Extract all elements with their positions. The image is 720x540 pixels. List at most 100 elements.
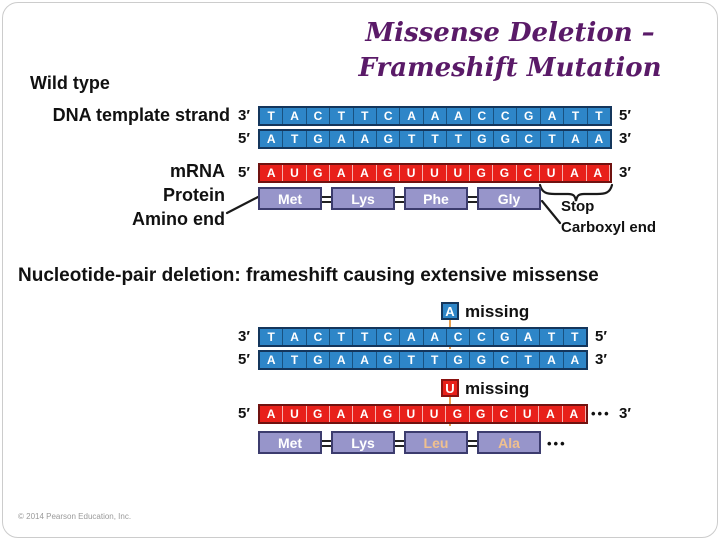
dna-base: T [400,131,424,147]
rna-base: G [377,165,400,181]
dna-base: C [471,108,495,124]
strand-end-label: 3′ [619,130,631,147]
rna-base: U [447,165,470,181]
carboxyl-end-label: Carboxyl end [561,219,657,236]
wild-type-label: Wild type [30,73,110,93]
title-line-1: Missense Deletion – [365,18,655,48]
slide-title: Missense Deletion – Frameshift Mutation [335,16,685,86]
rna-base: U [283,406,307,422]
rna-base: A [587,165,610,181]
dna-base: T [353,329,377,345]
dna-template-strand-label: DNA template strand [52,105,230,125]
dna-base: T [595,109,603,123]
dna-base: A [424,108,448,124]
dna-base: C [517,131,541,147]
amino-acid-box: Phe [395,187,468,210]
title-line-2: Frameshift Mutation [358,53,662,83]
strand-end-label: 5′ [595,328,607,345]
amino-acid-box: Ala [468,431,541,454]
dna-base: C [447,329,471,345]
rna-base: G [307,406,330,422]
amino-acid-box: Met [258,187,322,210]
dna-base: A [400,108,424,124]
rna-base: A [330,165,354,181]
mrna-ellipsis: ••• [591,406,611,421]
rna-base: G [446,406,470,422]
dna-base: A [354,131,378,147]
dna-base: A [260,352,284,368]
dna-base: T [330,108,354,124]
mut-protein-chain: Met Lys Leu Ala [258,431,541,454]
dna-base: C [377,108,401,124]
rna-base: G [493,165,517,181]
strand-end-label: 3′ [238,328,250,345]
rna-base: A [330,406,354,422]
dna-base: G [447,352,471,368]
dna-base: G [307,131,331,147]
strand-end-label: 3′ [595,351,607,368]
amino-acid-label: Phe [423,190,449,207]
dna-base: C [307,108,331,124]
rna-base: A [563,165,587,181]
amino-acid-box: Met [258,431,322,454]
dna-base: A [330,131,354,147]
rna-base: A [353,406,377,422]
amino-acid-label: Gly [497,190,521,207]
rna-base: A [260,165,284,181]
dna-base: G [307,352,331,368]
rna-base: C [493,406,517,422]
dna-base: T [424,352,447,368]
dna-base: G [494,329,517,345]
dna-base: A [330,352,354,368]
rna-base: U [423,406,447,422]
strand-end-label: 3′ [619,405,631,422]
dna-base: T [400,352,424,368]
dna-base: A [283,108,307,124]
dna-base: A [424,329,447,345]
rna-base: U [283,165,307,181]
dna-base: T [571,330,579,344]
copyright-text: © 2014 Pearson Education, Inc. [18,512,132,521]
amino-acid-label: Lys [351,434,375,451]
dna-base: G [471,131,495,147]
rna-base: A [539,406,563,422]
dna-base: G [494,131,518,147]
strand-end-label: 5′ [238,405,250,422]
amino-acid-label: Met [277,434,303,451]
protein-ellipsis: ••• [547,436,567,451]
dna-base: A [517,329,541,345]
dna-base: G [377,131,401,147]
amino-acid-label: Ala [498,434,520,451]
dna-base: A [353,352,377,368]
dna-base: A [594,132,604,146]
rna-base: G [376,406,400,422]
dna-base: C [307,329,331,345]
dna-base: T [564,108,588,124]
missing-u-label: missing [465,379,530,398]
stop-label: Stop [561,198,595,215]
rna-base: A [353,165,377,181]
rna-base: G [470,165,494,181]
amino-acid-box: Leu [395,431,468,454]
strand-end-label: 5′ [238,130,250,147]
dna-base: G [517,108,541,124]
dna-base: A [447,108,471,124]
dna-base: C [494,108,518,124]
strand-end-label: 5′ [619,107,631,124]
amino-acid-box: Lys [322,187,395,210]
rna-base: U [423,165,447,181]
rna-base: A [260,406,284,422]
amino-acid-label: Met [277,190,303,207]
dna-base: T [541,131,565,147]
rna-base: U [516,406,540,422]
dna-base: T [354,108,378,124]
mutation-heading: Nucleotide-pair deletion: frameshift cau… [18,265,599,286]
dna-base: A [541,108,565,124]
